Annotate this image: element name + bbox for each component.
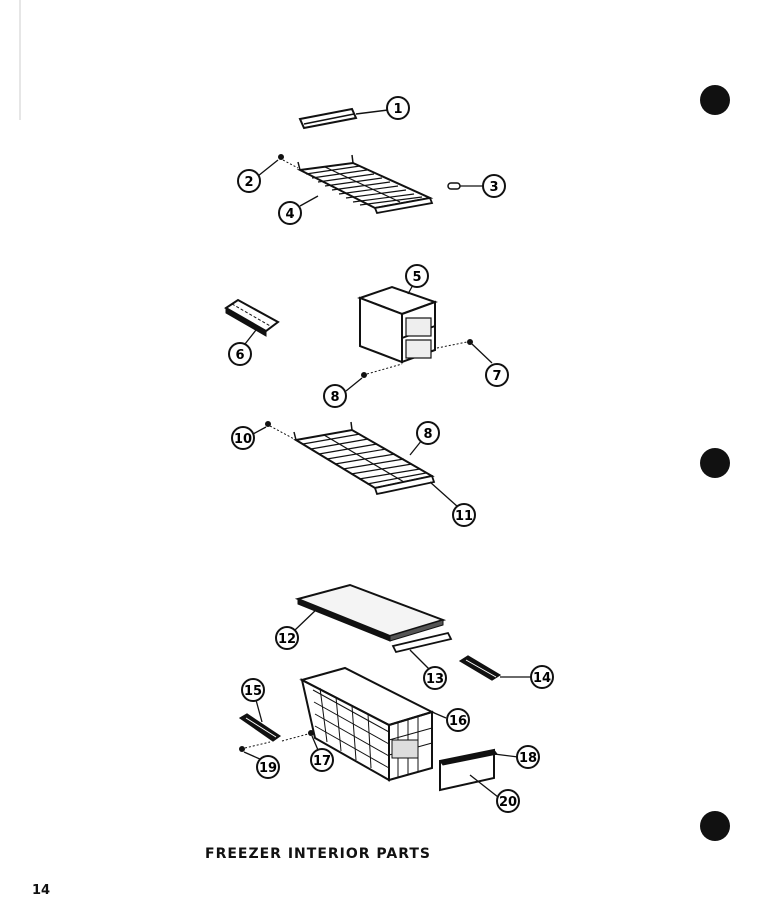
callout-10: 16 xyxy=(446,708,470,732)
callout-15: 7 xyxy=(485,363,509,387)
binder-hole-top xyxy=(700,85,730,115)
callout-label: 5 xyxy=(412,270,421,285)
page-number: 14 xyxy=(32,883,51,898)
part-glass-shelf xyxy=(294,583,447,642)
callout-18: 11 xyxy=(452,503,476,527)
callout-label: 15 xyxy=(244,684,262,699)
callout-14: 10 xyxy=(231,426,255,450)
part-wire-shelf-upper xyxy=(296,154,434,215)
part-bracket-top xyxy=(298,107,389,130)
callout-11: 20 xyxy=(496,789,520,813)
part-slide-rail-left xyxy=(238,699,282,742)
page-title: FREEZER INTERIOR PARTS xyxy=(205,846,432,862)
callout-5: 12 xyxy=(275,626,299,650)
callout-2: 4 xyxy=(278,201,302,225)
callout-label: 2 xyxy=(244,175,253,190)
callout-4: 1 xyxy=(386,96,410,120)
part-ice-tray xyxy=(224,298,280,345)
callout-6: 13 xyxy=(423,666,447,690)
part-basket-front xyxy=(439,748,519,798)
callout-label: 20 xyxy=(499,795,517,810)
callout-label: 8 xyxy=(330,390,339,405)
callout-12: 18 xyxy=(516,745,540,769)
part-slide-rail-right xyxy=(458,655,532,681)
part-ice-bin xyxy=(357,282,438,364)
callout-20: 8 xyxy=(323,384,347,408)
callout-label: 18 xyxy=(519,751,537,766)
part-screw-19 xyxy=(281,730,319,751)
callout-label: 19 xyxy=(259,761,277,776)
callout-label: 10 xyxy=(234,432,252,447)
part-screw-1 xyxy=(257,154,299,177)
part-screw-15 xyxy=(436,339,493,364)
callout-8-left: 19 xyxy=(256,755,280,779)
callout-label: 11 xyxy=(455,509,473,524)
callout-label: 12 xyxy=(278,632,296,647)
callout-label: 13 xyxy=(426,672,444,687)
part-screw-20 xyxy=(345,363,403,392)
callout-label: 8 xyxy=(423,427,432,442)
callout-label: 6 xyxy=(235,348,244,363)
part-wire-shelf-lower xyxy=(293,421,459,508)
callout-label: 4 xyxy=(285,207,294,222)
part-wire-basket xyxy=(299,666,447,782)
part-screw-14 xyxy=(252,421,297,441)
callout-7: 15 xyxy=(241,678,265,702)
callout-3: 8 xyxy=(416,421,440,445)
binder-hole-bottom xyxy=(700,811,730,841)
callout-19: 17 xyxy=(310,748,334,772)
callout-label: 7 xyxy=(492,369,501,384)
part-shelf-trim xyxy=(391,631,453,671)
binder-hole-middle xyxy=(700,448,730,478)
part-clip-13 xyxy=(447,182,483,190)
callout-13: 3 xyxy=(482,174,506,198)
callout-label: 3 xyxy=(489,180,498,195)
callout-17: 6 xyxy=(228,342,252,366)
callout-1: 2 xyxy=(237,169,261,193)
callout-16: 5 xyxy=(405,264,429,288)
callout-label: 14 xyxy=(533,671,551,686)
callout-label: 16 xyxy=(449,714,467,729)
callout-label: 1 xyxy=(393,102,402,117)
callout-label: 17 xyxy=(313,754,331,769)
callout-8-right: 14 xyxy=(530,665,554,689)
part-screw-8 xyxy=(239,741,271,761)
